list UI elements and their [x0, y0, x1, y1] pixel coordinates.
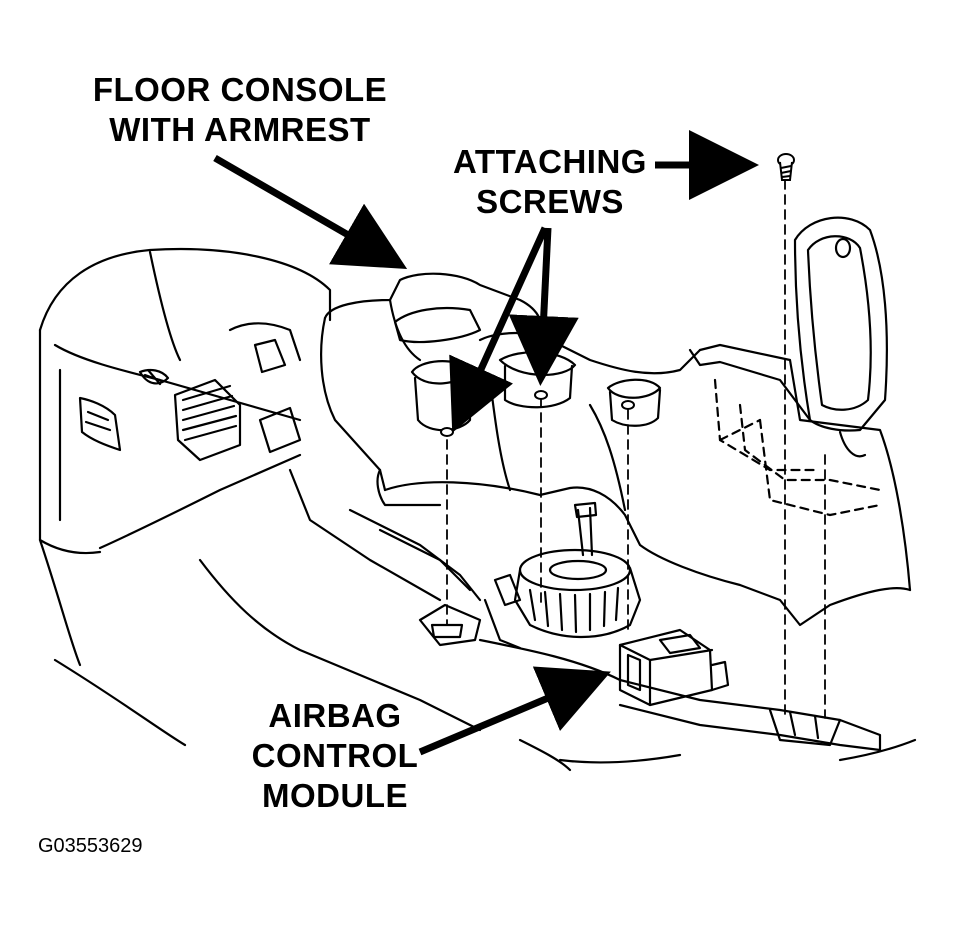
- screw-icon: [440, 153, 795, 437]
- floor-console-label: FLOOR CONSOLE WITH ARMREST: [70, 70, 410, 150]
- attaching-screws-label-line1: ATTACHING: [453, 143, 647, 180]
- attaching-screws-label-line2: SCREWS: [476, 183, 624, 220]
- leader-arrows: [213, 130, 759, 756]
- floor-carpet: [198, 468, 917, 772]
- airbag-label-line1: AIRBAG: [268, 697, 402, 734]
- airbag-control-module: [618, 628, 730, 707]
- figure-id: G03553629: [38, 835, 143, 857]
- screw-alignment-lines: [446, 179, 826, 719]
- airbag-label-line2: CONTROL: [251, 737, 419, 774]
- airbag-label-line3: MODULE: [262, 777, 408, 814]
- attaching-screws-arrow-left: [449, 226, 549, 433]
- floor-console-label-line1: FLOOR CONSOLE: [92, 71, 388, 108]
- airbag-control-module-label: AIRBAG CONTROL MODULE: [230, 696, 440, 816]
- floor-console: [320, 216, 912, 627]
- floor-console-arrow: [213, 154, 408, 270]
- airbag-module-arrow: [418, 666, 611, 756]
- floor-console-label-line2: WITH ARMREST: [109, 111, 371, 148]
- shifter-assembly: [483, 501, 642, 650]
- instrument-panel: [38, 247, 332, 747]
- attaching-screws-label: ATTACHING SCREWS: [430, 142, 670, 222]
- attaching-screws-arrow-right: [508, 227, 579, 386]
